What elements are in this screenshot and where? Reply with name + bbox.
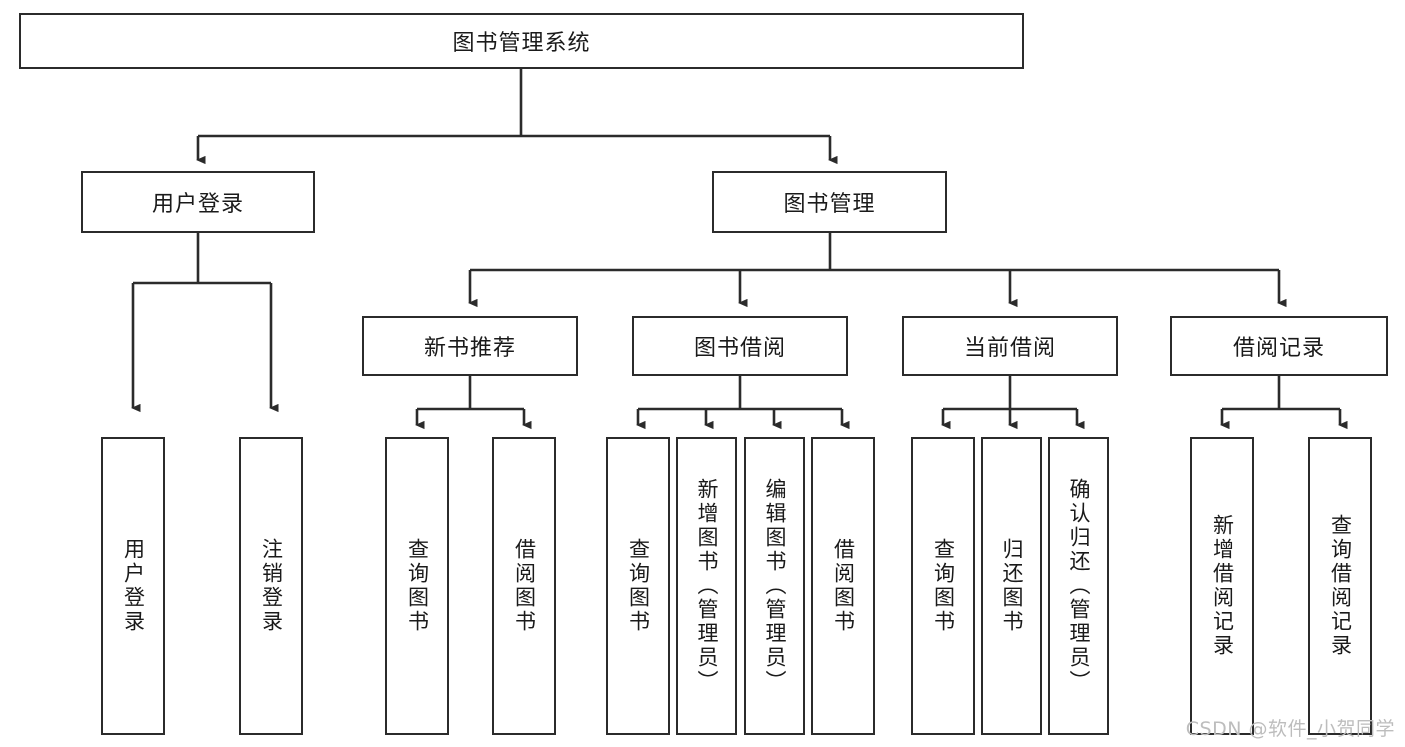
node-label: 借阅图书 [512,538,537,634]
leaf-query-book-recommend[interactable]: 查询图书 [385,437,449,735]
leaf-add-book-admin[interactable]: 新增图书（管理员） [676,437,737,735]
node-label: 图书管理系统 [452,31,591,56]
leaf-confirm-return-admin[interactable]: 确认归还（管理员） [1048,437,1109,735]
leaf-query-book-borrow[interactable]: 查询图书 [606,437,670,735]
node-new-book-recommend[interactable]: 新书推荐 [362,316,578,376]
leaf-logout[interactable]: 注销登录 [239,437,303,735]
leaf-user-login[interactable]: 用户登录 [101,437,165,735]
node-label: 图书管理 [783,192,876,217]
leaf-query-borrow-record[interactable]: 查询借阅记录 [1308,437,1372,735]
node-label: 用户登录 [151,192,244,217]
node-book-management[interactable]: 图书管理 [712,171,947,233]
node-current-borrow[interactable]: 当前借阅 [902,316,1118,376]
node-label: 归还图书 [1000,538,1024,634]
csdn-watermark: CSDN @软件_小贺同学 [1185,718,1395,740]
node-book-borrow[interactable]: 图书借阅 [632,316,848,376]
node-label: 查询借阅记录 [1328,514,1353,658]
leaf-borrow-book[interactable]: 借阅图书 [811,437,875,735]
node-label: 注销登录 [259,538,284,634]
node-label: 用户登录 [121,538,146,634]
node-user-login[interactable]: 用户登录 [81,171,315,233]
node-label: 借阅记录 [1232,336,1325,361]
node-borrow-record[interactable]: 借阅记录 [1170,316,1388,376]
leaf-borrow-book-recommend[interactable]: 借阅图书 [492,437,556,735]
node-label: 图书借阅 [693,336,786,361]
node-label: 查询图书 [626,538,651,634]
node-label: 确认归还（管理员） [1067,478,1091,694]
node-label: 当前借阅 [963,336,1056,361]
node-label: 新增图书（管理员） [695,478,719,694]
node-label: 新增借阅记录 [1210,514,1235,658]
node-label: 新书推荐 [423,336,516,361]
node-label: 查询图书 [405,538,430,634]
leaf-add-borrow-record[interactable]: 新增借阅记录 [1190,437,1254,735]
node-label: 查询图书 [931,538,956,634]
node-label: 编辑图书（管理员） [763,478,787,694]
node-root-book-management-system[interactable]: 图书管理系统 [19,13,1024,69]
leaf-return-book[interactable]: 归还图书 [981,437,1042,735]
leaf-edit-book-admin[interactable]: 编辑图书（管理员） [744,437,805,735]
node-label: 借阅图书 [831,538,856,634]
leaf-query-book-current[interactable]: 查询图书 [911,437,975,735]
